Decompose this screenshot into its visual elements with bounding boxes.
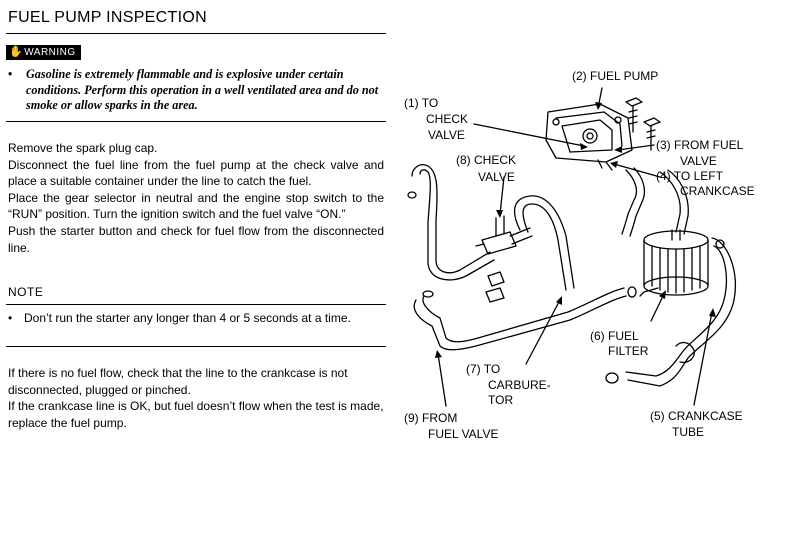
procedure-step: Push the starter button and check for fu… <box>8 223 384 255</box>
followup-text: If there is no fuel flow, check that the… <box>8 365 384 431</box>
hand-icon: ✋ <box>9 46 24 58</box>
note-label: NOTE <box>8 285 44 299</box>
followup-paragraph: If there is no fuel flow, check that the… <box>8 366 348 397</box>
fuel-pump-drawing <box>545 103 633 171</box>
fuel-filter-drawing <box>639 229 725 297</box>
note-text: Don’t run the starter any longer than 4 … <box>24 311 351 325</box>
label-check-valve: (8) CHECK VALVE <box>456 153 519 184</box>
procedure-step: Remove the spark plug cap. <box>8 141 158 155</box>
note-rule-top <box>6 304 386 305</box>
label-fuel-pump: (2) FUEL PUMP <box>572 69 658 83</box>
warning-bullet: • <box>8 67 13 81</box>
label-fuel-filter: (6) FUEL FILTER <box>590 329 649 358</box>
warning-badge-label: WARNING <box>24 47 76 58</box>
label-from-fuel-valve: (3) FROM FUEL VALVE <box>656 138 746 168</box>
check-valve-hose <box>407 164 495 281</box>
note-text-block: • Don’t run the starter any longer than … <box>8 310 384 327</box>
leader-arrowheads <box>435 102 716 358</box>
title-rule <box>6 33 386 34</box>
leader-lines <box>437 87 713 407</box>
label-to-check-valve: (1) TO CHECK VALVE <box>404 96 471 142</box>
bolt-drawings <box>625 97 661 151</box>
pump-to-crankcase-hose <box>621 169 638 235</box>
procedure-step: Place the gear selector in neutral and t… <box>8 190 384 222</box>
fuel-valve-line <box>413 295 627 351</box>
procedure-step: Disconnect the fuel line from the fuel p… <box>8 157 384 189</box>
label-to-carburetor: (7) TO CARBURE- TOR <box>466 362 554 407</box>
check-valve-drawing <box>475 215 533 303</box>
label-to-left-crankcase: (4) TO LEFT CRANKCASE <box>656 169 755 198</box>
warning-text: Gasoline is extremely flammable and is e… <box>26 67 379 112</box>
note-rule-bottom <box>6 346 386 347</box>
diagram-linework <box>407 87 736 407</box>
warning-badge: ✋ WARNING <box>6 45 81 60</box>
procedure-text: Remove the spark plug cap. Disconnect th… <box>8 140 384 256</box>
crankcase-tube-drawing <box>605 237 736 387</box>
carburetor-hose <box>513 195 575 289</box>
note-bullet: • <box>8 311 13 325</box>
followup-paragraph: If the crankcase line is OK, but fuel do… <box>8 399 384 430</box>
label-from-fuel-valve-line: (9) FROM FUEL VALVE <box>404 411 498 441</box>
label-crankcase-tube: (5) CRANKCASE TUBE <box>650 409 746 439</box>
page-title: FUEL PUMP INSPECTION <box>8 9 207 26</box>
warning-rule <box>6 121 386 122</box>
warning-text-block: • Gasoline is extremely flammable and is… <box>8 67 386 114</box>
